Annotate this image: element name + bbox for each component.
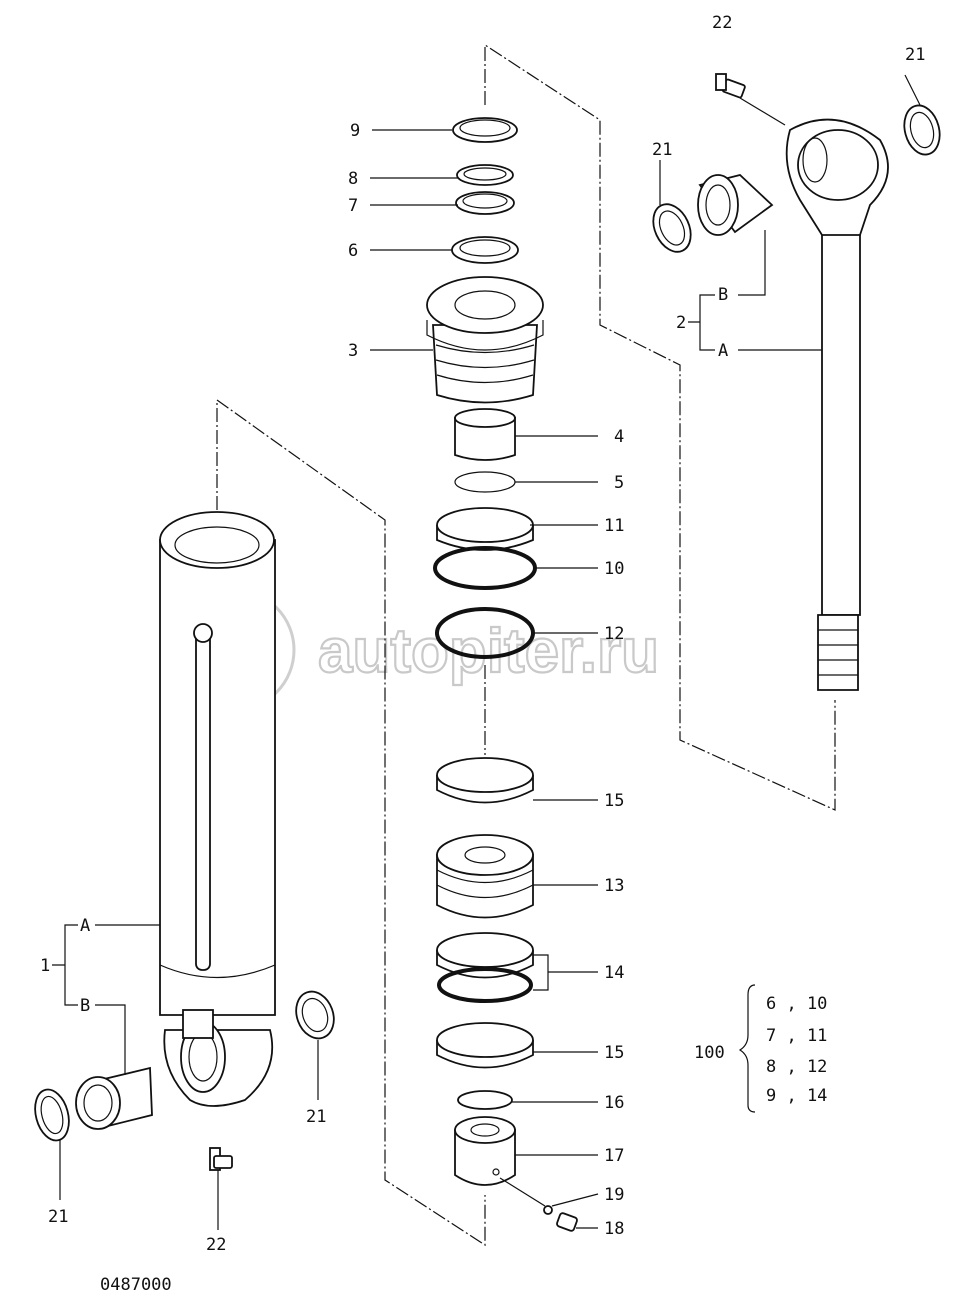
callout-1: 1 (40, 956, 50, 976)
part-21-seal-top-right (903, 104, 941, 156)
part-10-oring (433, 546, 537, 590)
callout-14: 14 (604, 963, 624, 983)
kit-number: 100 (694, 1043, 725, 1063)
part-tube-1a (159, 511, 276, 1107)
kit-row-2: 7 , 11 (766, 1026, 827, 1046)
part-1b-bushing (75, 1066, 153, 1130)
part-7-ring (455, 191, 515, 215)
kit-table: 100 6 , 10 7 , 11 8 , 12 9 , 14 (694, 984, 827, 1113)
callout-1-a: A (80, 916, 90, 936)
callout-16: 16 (604, 1093, 624, 1113)
callout-13: 13 (604, 876, 624, 896)
callout-21-top-right: 21 (905, 45, 925, 65)
part-21-seal-bottom-mid (295, 990, 335, 1040)
callout-8: 8 (348, 169, 358, 189)
part-5-snap-ring (454, 471, 516, 493)
part-6-ring (451, 236, 519, 264)
kit-row-1: 6 , 10 (766, 994, 827, 1014)
part-15-wear-ring-lower (436, 1022, 534, 1069)
callout-7: 7 (348, 196, 358, 216)
part-9-ring (452, 117, 518, 143)
callout-19: 19 (604, 1185, 624, 1205)
callout-12: 12 (604, 624, 624, 644)
part-16-washer (457, 1090, 513, 1110)
callout-15-upper: 15 (604, 791, 624, 811)
part-11-ring (436, 507, 534, 551)
callout-2: 2 (676, 313, 686, 333)
part-21-seal-bottom-left (34, 1088, 70, 1142)
callout-15-lower: 15 (604, 1043, 624, 1063)
callout-21-top-left: 21 (652, 140, 672, 160)
part-19-ball (543, 1205, 553, 1215)
part-22-grease-nipple-bottom (209, 1147, 233, 1171)
part-14-seal (436, 932, 534, 1003)
callout-2-a: A (718, 341, 728, 361)
part-4-bushing (454, 408, 516, 461)
callout-17: 17 (604, 1146, 624, 1166)
callout-3: 3 (348, 341, 358, 361)
callout-21-bottom-mid: 21 (306, 1107, 326, 1127)
callout-4: 4 (614, 427, 624, 447)
callout-1-b: B (80, 996, 90, 1016)
kit-row-3: 8 , 12 (766, 1057, 827, 1077)
callout-2-b: B (718, 285, 728, 305)
part-3-gland (426, 276, 544, 404)
part-8-ring (456, 164, 514, 186)
assembly-lines (216, 43, 836, 1247)
part-15-wear-ring-upper (436, 757, 534, 804)
callout-9: 9 (350, 121, 360, 141)
callout-21-bottom-left: 21 (48, 1207, 68, 1227)
part-22-grease-nipple-top (715, 73, 746, 99)
callout-5: 5 (614, 473, 624, 493)
callout-22-bottom: 22 (206, 1235, 226, 1255)
watermark-text: autopiter.ru (318, 617, 659, 686)
kit-row-4: 9 , 14 (766, 1086, 827, 1106)
part-21-seal-top-left (652, 203, 692, 253)
callout-labels: 9 8 7 6 3 4 5 11 10 12 15 13 14 15 16 17… (40, 13, 925, 1255)
part-13-piston (436, 834, 534, 919)
part-rod-2a (785, 118, 889, 691)
drawing-number: 0487000 (100, 1275, 172, 1295)
callout-6: 6 (348, 241, 358, 261)
callout-11: 11 (604, 516, 624, 536)
part-2b-bushing (697, 174, 774, 236)
part-18-plug (556, 1212, 578, 1232)
leader-lines (52, 74, 921, 1230)
part-17-nut (454, 1116, 516, 1186)
callout-10: 10 (604, 559, 624, 579)
callout-18: 18 (604, 1219, 624, 1239)
callout-22-top: 22 (712, 13, 732, 33)
